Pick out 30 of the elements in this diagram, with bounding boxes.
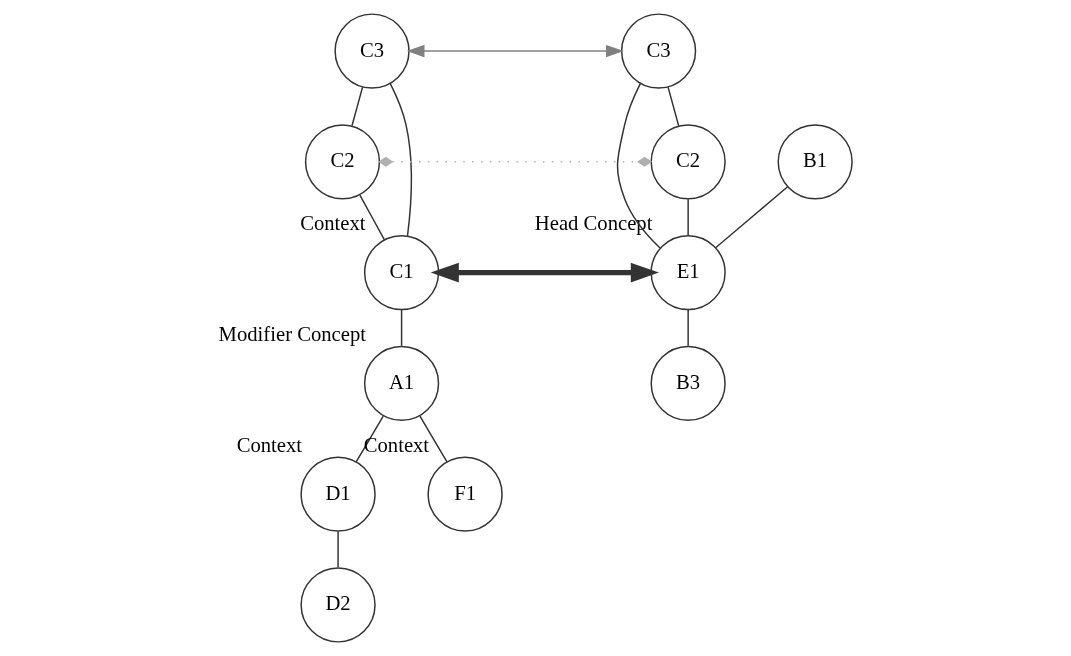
node-circle: C1 (363, 234, 439, 311)
connector (354, 415, 384, 463)
arrow (406, 44, 624, 58)
connector (714, 185, 788, 249)
connector (418, 415, 448, 463)
node-label: Context (363, 433, 429, 456)
connector (389, 83, 412, 237)
node-label: Context (236, 433, 302, 456)
node-circle: D2 (299, 567, 376, 643)
node-circle: F1 (426, 456, 503, 532)
connector (686, 198, 689, 236)
node-circle: C2 (304, 124, 380, 200)
node-circle: C3 (620, 13, 696, 89)
connector (377, 156, 652, 167)
node-circle: D1 (299, 456, 376, 532)
connector (350, 86, 363, 127)
node-circle: B3 (649, 345, 726, 422)
node-circle: C3 (333, 13, 410, 89)
node-label: Context (299, 212, 366, 235)
arrow (430, 262, 659, 283)
node-circle: A1 (363, 345, 439, 422)
node-circle: C2 (649, 124, 726, 200)
node-circle: E1 (649, 234, 726, 311)
node-circle: B1 (777, 124, 853, 200)
connector (666, 86, 679, 127)
node-label: Modifier Concept (218, 322, 366, 345)
connector (400, 309, 402, 347)
connector (358, 194, 385, 241)
connector (336, 530, 339, 569)
connector (686, 309, 689, 347)
